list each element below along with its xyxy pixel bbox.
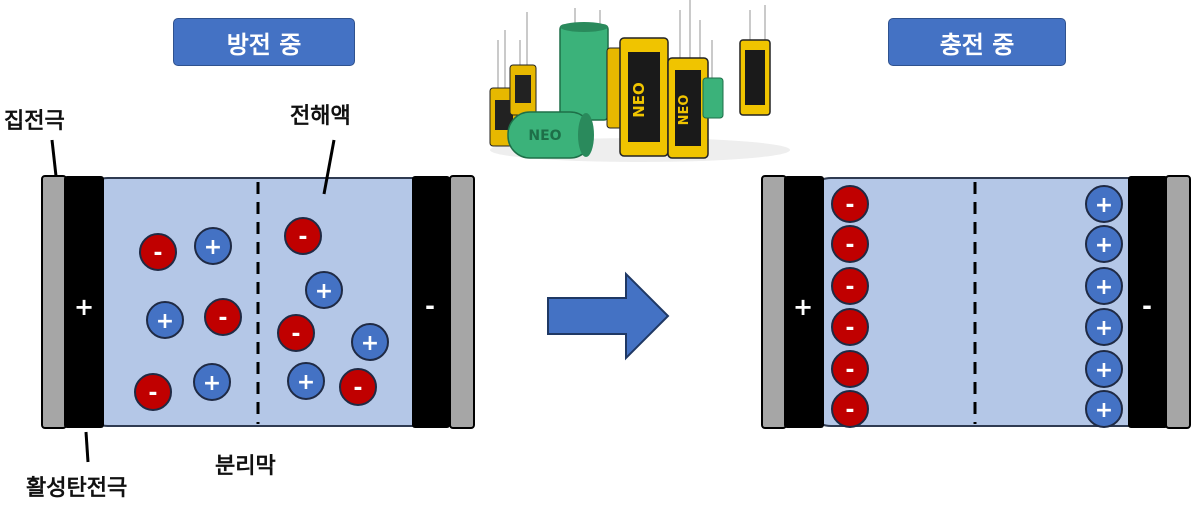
anion-charging-1-sign: -: [845, 193, 854, 218]
capacitor-product-photo: NEO NEO NEO: [489, 0, 790, 162]
anion-charging-6: -: [831, 390, 869, 428]
cation-charging-2-sign: +: [1095, 233, 1113, 258]
anion-charging-4: -: [831, 308, 869, 346]
anion-discharging-7: -: [277, 314, 315, 352]
title-charging: 충전 중: [888, 18, 1066, 66]
left-electrode-positive: [64, 176, 104, 428]
cation-charging-4-sign: +: [1095, 316, 1113, 341]
anion-discharging-9: -: [134, 373, 172, 411]
leader-current-collector: [50, 139, 58, 177]
anion-discharging-6: -: [204, 298, 242, 336]
anion-charging-5-sign: -: [845, 358, 854, 383]
right-electrode-negative-charging: [1128, 176, 1168, 428]
anion-discharging-1: -: [139, 233, 177, 271]
cation-discharging-4-sign: +: [315, 279, 333, 304]
left-electrode-positive-charging: [784, 176, 824, 428]
cation-charging-3-sign: +: [1095, 275, 1113, 300]
cation-charging-6: +: [1085, 390, 1123, 428]
cation-charging-6-sign: +: [1095, 398, 1113, 423]
anion-discharging-1-sign: -: [153, 241, 162, 266]
discharging-cell: + - -+-++--+-++-: [41, 175, 475, 429]
ions-charging: - + - + - + - + - + - +: [831, 185, 1123, 428]
electrode-sign-positive: +: [74, 293, 94, 321]
anion-discharging-6-sign: -: [218, 306, 227, 331]
cation-charging-3: +: [1085, 267, 1123, 305]
cation-discharging-8-sign: +: [361, 331, 379, 356]
cation-discharging-4: +: [305, 271, 343, 309]
photo-neo-text-2: NEO: [677, 95, 692, 126]
photo-neo-text-3: NEO: [528, 128, 561, 144]
cation-discharging-2-sign: +: [204, 235, 222, 260]
label-electrolyte: 전해액: [290, 104, 351, 129]
leader-activated-carbon-electrode: [84, 431, 90, 463]
anion-charging-5: -: [831, 350, 869, 388]
leader-electrolyte: [322, 139, 336, 195]
anion-charging-3: -: [831, 267, 869, 305]
cation-discharging-5-sign: +: [156, 309, 174, 334]
cation-charging-2: +: [1085, 225, 1123, 263]
title-charging-text: 충전 중: [939, 30, 1015, 59]
right-collector-negative: [449, 175, 475, 429]
left-collector-positive: [41, 175, 67, 429]
label-current-collector: 집전극: [4, 109, 65, 134]
cation-charging-5-sign: +: [1095, 358, 1113, 383]
anion-discharging-3: -: [284, 217, 322, 255]
cation-discharging-11-sign: +: [297, 370, 315, 395]
label-separator: 분리막: [215, 454, 276, 479]
leader-lines: [50, 139, 336, 463]
charging-cell: + - - + - + - + - + - + - +: [761, 175, 1191, 429]
anion-discharging-7-sign: -: [291, 322, 300, 347]
title-discharging: 방전 중: [173, 18, 355, 66]
cation-charging-4: +: [1085, 308, 1123, 346]
title-discharging-text: 방전 중: [226, 30, 302, 59]
right-collector-negative-charging: [1165, 175, 1191, 429]
anion-charging-2: -: [831, 225, 869, 263]
anion-charging-3-sign: -: [845, 275, 854, 300]
anion-charging-1: -: [831, 185, 869, 223]
label-activated-carbon-electrode: 활성탄전극: [26, 476, 128, 501]
anion-charging-2-sign: -: [845, 233, 854, 258]
right-arrow: [547, 271, 670, 361]
cation-discharging-10-sign: +: [203, 371, 221, 396]
anion-discharging-3-sign: -: [298, 225, 307, 250]
right-electrode-negative: [412, 176, 450, 428]
anion-discharging-12: -: [339, 368, 377, 406]
capacitor-green-large: [559, 24, 609, 121]
photo-neo-text-1: NEO: [630, 82, 648, 118]
anion-discharging-12-sign: -: [353, 376, 362, 401]
cation-discharging-11: +: [287, 362, 325, 400]
anion-discharging-9-sign: -: [148, 381, 157, 406]
anion-charging-6-sign: -: [845, 398, 854, 423]
capacitor-leads: [497, 0, 766, 90]
cation-discharging-2: +: [194, 227, 232, 265]
capacitor-green-small: [702, 77, 724, 119]
cation-discharging-10: +: [193, 363, 231, 401]
left-collector-positive-charging: [761, 175, 787, 429]
ions-discharging: -+-++--+-++-: [134, 217, 389, 411]
cation-discharging-8: +: [351, 323, 389, 361]
cation-charging-1-sign: +: [1095, 193, 1113, 218]
electrode-sign-negative: -: [425, 292, 435, 320]
cation-charging-5: +: [1085, 350, 1123, 388]
anion-charging-4-sign: -: [845, 316, 854, 341]
electrode-sign-negative-charging: -: [1142, 292, 1152, 320]
cation-charging-1: +: [1085, 185, 1123, 223]
electrode-sign-positive-charging: +: [793, 293, 813, 321]
cation-discharging-5: +: [146, 301, 184, 339]
